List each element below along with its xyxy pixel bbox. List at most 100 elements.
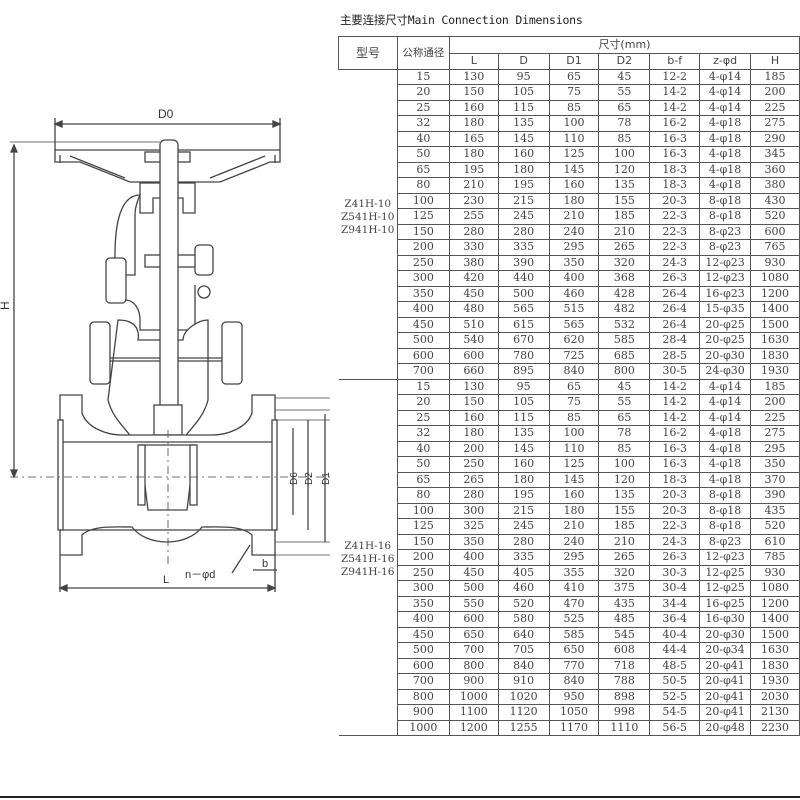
dimension-cell: 215 <box>497 502 550 519</box>
dimension-cell: 185 <box>750 378 800 395</box>
nominal-diameter-cell: 25 <box>396 409 450 426</box>
dimension-cell: 295 <box>548 239 600 256</box>
dimension-cell: 650 <box>448 626 499 643</box>
dimension-cell: 482 <box>598 301 651 318</box>
dimension-cell: 28-4 <box>649 332 701 349</box>
dimension-cell: 105 <box>497 84 550 101</box>
dimension-cell: 245 <box>497 518 550 535</box>
dimension-cell: 320 <box>598 254 651 271</box>
nominal-diameter-cell: 450 <box>396 626 450 643</box>
dimension-cell: 950 <box>548 688 600 705</box>
dimension-cell: 24-3 <box>649 533 701 550</box>
dimension-cell: 16-3 <box>649 456 701 473</box>
dimension-cell: 500 <box>497 285 550 302</box>
dimension-cell: 405 <box>497 564 550 581</box>
dimension-cell: 8-φ18 <box>699 192 752 209</box>
dimension-cell: 615 <box>497 316 550 333</box>
dimension-cell: 4-φ14 <box>699 378 752 395</box>
dimension-cell: 160 <box>497 456 550 473</box>
dimension-cell: 180 <box>448 115 499 132</box>
dimension-cell: 1500 <box>750 626 800 643</box>
dimension-cell: 4-φ18 <box>699 425 752 442</box>
dimension-cell: 1630 <box>750 332 800 349</box>
dimension-cell: 265 <box>448 471 499 488</box>
dimension-cell: 250 <box>448 456 499 473</box>
dimension-cell: 532 <box>598 316 651 333</box>
dimension-cell: 20-φ41 <box>699 688 752 705</box>
dimension-cell: 56-5 <box>649 719 701 736</box>
dimension-cell: 4-φ14 <box>699 394 752 411</box>
dimension-cell: 20-3 <box>649 487 701 504</box>
dimension-cell: 16-φ25 <box>699 595 752 612</box>
dimension-cell: 65 <box>548 378 600 395</box>
nominal-diameter-cell: 65 <box>396 471 450 488</box>
dimension-cell: 360 <box>750 161 800 178</box>
dimension-cell: 620 <box>548 332 600 349</box>
dimension-cell: 1500 <box>750 316 800 333</box>
dimension-cell: 16-3 <box>649 130 701 147</box>
dimension-cell: 265 <box>598 549 651 566</box>
nominal-diameter-cell: 700 <box>396 363 450 380</box>
dimension-cell: 20-φ41 <box>699 673 752 690</box>
dimension-cell: 15-φ35 <box>699 301 752 318</box>
dimension-cell: 145 <box>548 161 600 178</box>
column-header-d2: D2 <box>598 53 651 70</box>
dimension-cell: 135 <box>497 115 550 132</box>
dimension-cell: 275 <box>750 425 800 442</box>
dimension-cell: 20-φ30 <box>699 347 752 364</box>
dimension-cell: 380 <box>448 254 499 271</box>
dimension-cell: 8-φ18 <box>699 208 752 225</box>
dimension-cell: 1170 <box>548 719 600 736</box>
nominal-diameter-cell: 600 <box>396 347 450 364</box>
dimension-cell: 195 <box>497 177 550 194</box>
dimension-cell: 110 <box>548 130 600 147</box>
dimension-cell: 180 <box>548 502 600 519</box>
dimension-cell: 85 <box>548 99 600 116</box>
dimension-cell: 1630 <box>750 642 800 659</box>
dimension-cell: 1830 <box>750 657 800 674</box>
dimension-cell: 280 <box>497 533 550 550</box>
nominal-diameter-cell: 800 <box>396 688 450 705</box>
dimension-cell: 390 <box>497 254 550 271</box>
dimension-cell: 20-φ25 <box>699 332 752 349</box>
dimension-cell: 725 <box>548 347 600 364</box>
label-h: H <box>0 301 12 310</box>
dimension-cell: 85 <box>598 130 651 147</box>
dimension-cell: 1400 <box>750 611 800 628</box>
nominal-diameter-cell: 250 <box>396 564 450 581</box>
dimension-cell: 375 <box>598 580 651 597</box>
dimension-cell: 1930 <box>750 363 800 380</box>
dimension-cell: 895 <box>497 363 550 380</box>
dimension-cell: 14-2 <box>649 84 701 101</box>
dimension-cell: 300 <box>448 502 499 519</box>
dimension-cell: 45 <box>598 378 651 395</box>
dimension-cell: 1050 <box>548 704 600 721</box>
nominal-diameter-cell: 500 <box>396 332 450 349</box>
nominal-diameter-cell: 150 <box>396 223 450 240</box>
dimension-cell: 95 <box>497 378 550 395</box>
nominal-diameter-cell: 300 <box>396 270 450 287</box>
dimension-cell: 290 <box>750 130 800 147</box>
dimension-cell: 85 <box>548 409 600 426</box>
dimension-cell: 565 <box>497 301 550 318</box>
dimension-cell: 34-4 <box>649 595 701 612</box>
dimension-cell: 160 <box>497 146 550 163</box>
dimension-cell: 350 <box>448 533 499 550</box>
nominal-diameter-cell: 1000 <box>396 719 450 736</box>
dimension-cell: 215 <box>497 192 550 209</box>
dimension-cell: 705 <box>497 642 550 659</box>
dimension-cell: 230 <box>448 192 499 209</box>
dimension-cell: 350 <box>750 456 800 473</box>
dimension-cell: 16-3 <box>649 440 701 457</box>
